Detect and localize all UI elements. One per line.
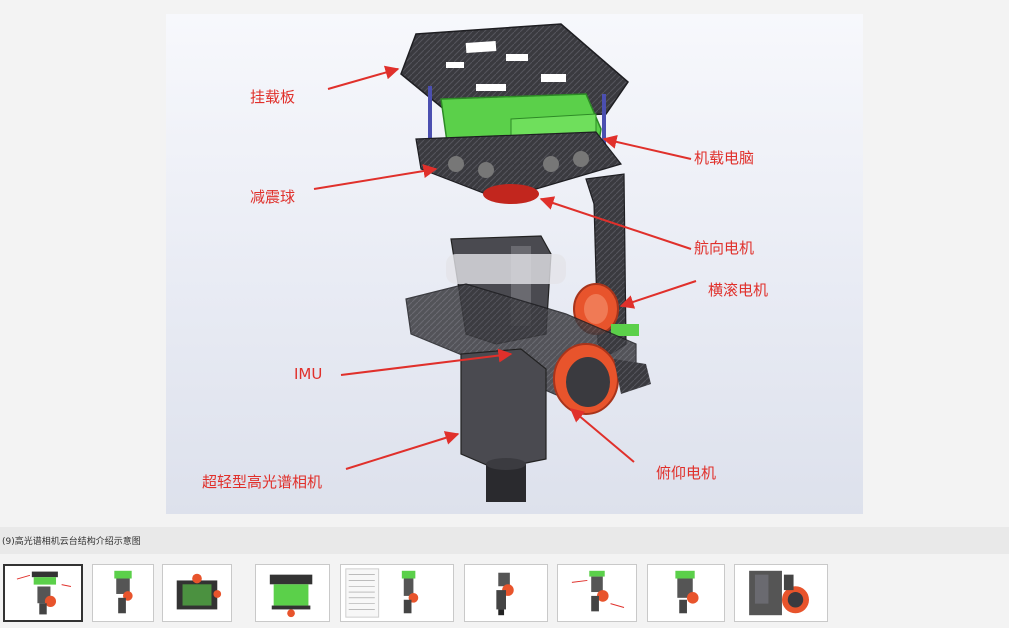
thumbnail-image <box>496 572 514 616</box>
thumbnail-image <box>571 570 625 612</box>
thumbnail-image <box>16 571 72 615</box>
thumbnail-image <box>114 570 133 614</box>
damping-ball <box>573 151 589 167</box>
camera-lens <box>486 464 526 502</box>
standoff <box>602 94 606 164</box>
thumbnail-5[interactable] <box>340 564 454 622</box>
thumbnail-8[interactable] <box>647 564 725 622</box>
thumbnail-image <box>675 570 699 614</box>
image-caption: (9)高光谱相机云台结构介绍示意图 <box>2 537 141 547</box>
thumbnail-3[interactable] <box>162 564 232 622</box>
arrow-pitch-motor <box>569 408 635 463</box>
callout-imu: IMU <box>294 365 323 383</box>
thumbnail-image <box>345 568 419 618</box>
thumbnail-image <box>749 570 809 616</box>
main-figure: 挂载板 机载电脑 减震球 航向电机 横滚电机 IMU 超轻型高光谱相机 俯仰电机 <box>166 14 863 514</box>
thumbnail-6[interactable] <box>464 564 548 622</box>
callout-mount-plate: 挂载板 <box>250 88 296 106</box>
damping-ball <box>478 162 494 178</box>
thumbnail-2[interactable] <box>92 564 154 622</box>
thumbnail-image <box>176 573 222 610</box>
thumbnail-4[interactable] <box>255 564 330 622</box>
arrow-mount-plate <box>327 65 400 90</box>
callout-pitch-motor: 俯仰电机 <box>656 464 717 482</box>
thumbnail-7[interactable] <box>557 564 637 622</box>
thumbnail-strip <box>0 562 1009 626</box>
arrow-roll-motor <box>619 280 697 309</box>
lower-plate <box>415 131 623 195</box>
callout-damping-ball: 减震球 <box>250 188 296 206</box>
standoff <box>428 86 432 166</box>
damping-ball <box>543 156 559 172</box>
yaw-motor <box>483 184 539 204</box>
arrow-camera <box>345 431 460 470</box>
arrow-damping-ball <box>313 164 438 190</box>
callout-roll-motor: 横滚电机 <box>708 281 769 299</box>
callout-camera: 超轻型高光谱相机 <box>202 473 323 491</box>
callout-onboard-computer: 机载电脑 <box>694 149 755 167</box>
arrow-imu <box>340 348 513 376</box>
thumbnail-9[interactable] <box>734 564 828 622</box>
callout-yaw-motor: 航向电机 <box>694 239 755 257</box>
thumbnail-1[interactable] <box>3 564 83 622</box>
damping-ball <box>448 156 464 172</box>
gimbal-illustration <box>313 23 697 502</box>
arrow-onboard-computer <box>602 135 692 160</box>
hyperspectral-camera <box>460 348 547 470</box>
caption-bar: (9)高光谱相机云台结构介绍示意图 <box>0 527 1009 554</box>
arrow-yaw-motor <box>539 196 692 250</box>
thumbnail-image <box>269 574 313 618</box>
